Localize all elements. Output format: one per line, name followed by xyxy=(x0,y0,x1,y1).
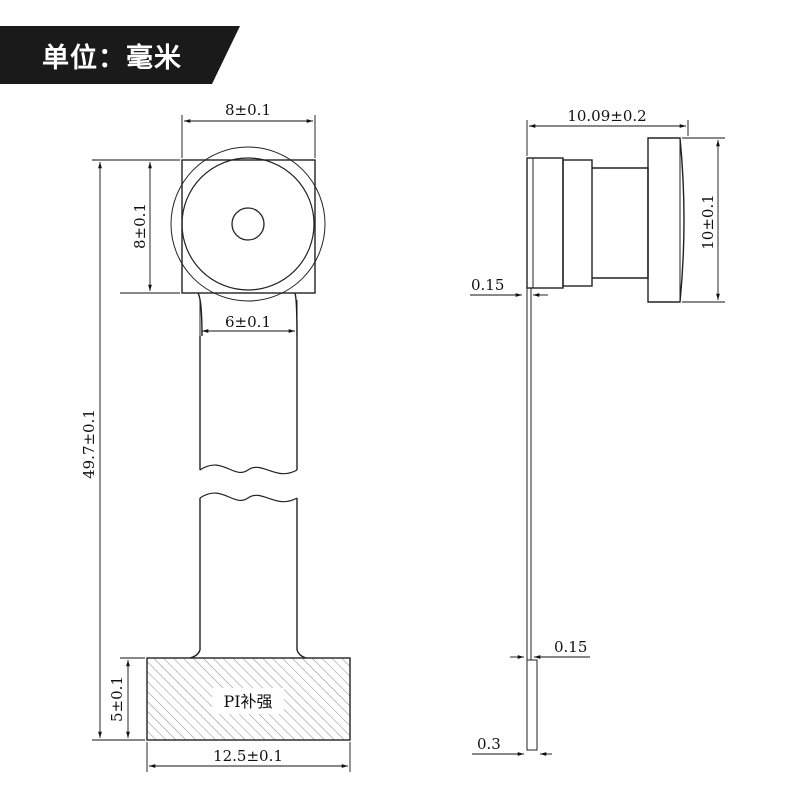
side-lens-barrel xyxy=(592,167,649,279)
total-length-dimension: 49.7±0.1 xyxy=(80,409,98,479)
fpc-flare xyxy=(189,649,307,659)
pi-stiffener-label-box xyxy=(212,688,284,714)
fpc-thickness-top-dimension: 0.15 xyxy=(471,276,504,294)
front-dimensions xyxy=(92,115,351,772)
side-holder xyxy=(562,159,593,287)
side-view xyxy=(526,137,685,751)
fpc-width-dimension: 6±0.1 xyxy=(225,313,271,331)
side-stiffener xyxy=(526,659,538,751)
stiffener-width-dimension: 12.5±0.1 xyxy=(213,747,283,765)
fpc-strip-upper xyxy=(199,336,298,470)
stiffener-thickness-dimension: 0.3 xyxy=(477,735,501,753)
sensor-housing xyxy=(181,159,316,294)
lens-outer-ring xyxy=(170,146,326,302)
fpc-thickness-bottom-dimension: 0.15 xyxy=(554,638,587,656)
side-dimensions xyxy=(470,120,725,756)
lens-barrel xyxy=(181,157,315,291)
module-depth-dimension: 10.09±0.2 xyxy=(567,107,646,125)
side-sensor-base xyxy=(526,157,564,289)
fpc-strip-lower xyxy=(199,498,298,650)
front-view xyxy=(146,146,351,741)
fpc-break-bottom xyxy=(199,492,298,503)
fpc-break-top xyxy=(199,464,298,475)
pi-stiffener-label: PI补强 xyxy=(223,692,272,711)
sensor-width-dimension: 8±0.1 xyxy=(225,101,271,119)
side-fpc xyxy=(526,288,532,660)
lens-aperture xyxy=(231,207,265,241)
unit-banner: 单位：毫米 xyxy=(0,26,240,84)
unit-label: 单位：毫米 xyxy=(42,43,182,74)
unit-banner-background xyxy=(0,26,240,84)
sensor-height-dimension: 8±0.1 xyxy=(131,203,149,249)
side-lens-cap xyxy=(647,137,685,303)
lens-diameter-dimension: 10±0.1 xyxy=(699,194,717,250)
stiffener-height-dimension: 5±0.1 xyxy=(108,676,126,722)
